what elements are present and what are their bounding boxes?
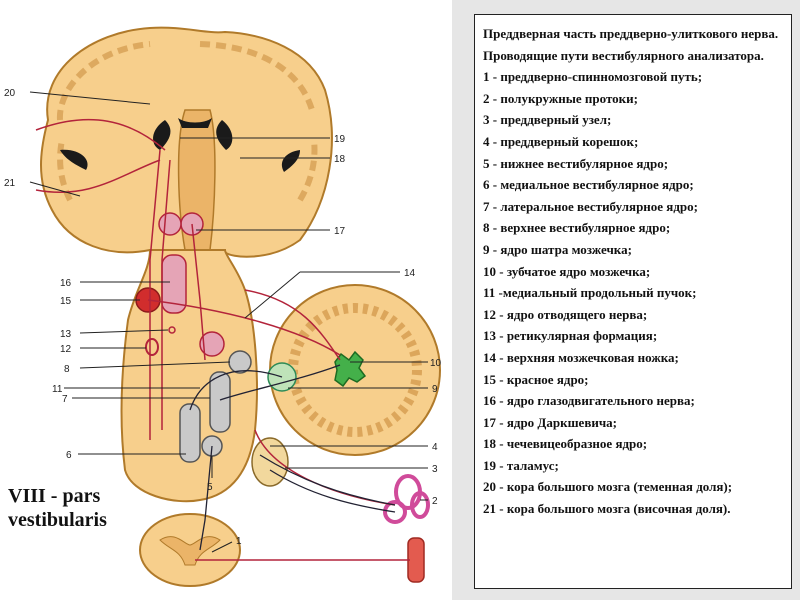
callout-21: 21 [4,178,16,189]
side-label-line-2: vestibularis [8,509,107,531]
legend-item: 7 - латеральное вестибулярное ядро; [483,198,698,214]
callout-19: 19 [334,134,346,145]
callout-numbers: 20 21 19 18 17 16 15 14 13 12 8 11 7 10 … [4,88,442,547]
nerve-fibers [189,364,396,551]
callout-6: 6 [66,450,72,461]
legend-item: 5 - нижнее вестибулярное ядро; [483,155,669,171]
leader-lines [29,91,428,553]
legend-item: 11 -медиальный продольный пучок; [483,285,697,301]
side-label: VIII - pars vestibularis [8,484,148,532]
legend-item: 1 - преддверно-спинномозговой путь; [483,69,703,85]
callout-1: 1 [236,536,242,547]
legend-item: 4 - преддверный корешок; [483,133,639,149]
legend-panel: Преддверная часть преддверно-улиткового … [452,0,800,600]
legend-item: 2 - полукружные протоки; [483,90,638,106]
callout-13: 13 [60,329,72,340]
legend-item: 8 - верхнее вестибулярное ядро; [483,220,671,236]
callout-18: 18 [334,154,346,165]
legend-item: 6 - медиальное вестибулярное ядро; [483,177,694,193]
legend-item: 12 - ядро отводящего нерва; [483,306,648,322]
legend-item: 3 - преддверный узел; [483,112,612,128]
callout-9: 9 [432,384,438,395]
callout-7: 7 [62,394,68,405]
legend-title: Преддверная часть преддверно-улиткового … [483,26,779,63]
neuroanatomy-diagram: 20 21 19 18 17 16 15 14 13 12 8 11 7 10 … [4,26,442,587]
legend-list: 1 - преддверно-спинномозговой путь; 2 - п… [483,66,785,519]
legend-item: 16 - ядро глазодвигательного нерва; [483,393,695,409]
legend-item: 13 - ретикулярная формация; [483,328,658,344]
semicircular-ducts-icon [383,474,430,524]
callout-5: 5 [207,482,213,493]
callout-10: 10 [430,358,442,369]
legend-item: 14 - верхняя мозжечковая ножка; [483,349,679,365]
callout-12: 12 [60,344,72,355]
legend-item: 17 - ядро Даркшевича; [483,414,617,430]
brainstem [120,249,258,503]
callout-8: 8 [64,364,70,375]
legend-item: 19 - таламус; [483,457,559,473]
callout-4: 4 [432,442,438,453]
callout-3: 3 [432,464,438,475]
legend-item: 10 - зубчатое ядро мозжечка; [483,263,651,279]
legend-item: 9 - ядро шатра мозжечка; [483,241,632,257]
spinal-cord [139,513,241,587]
legend-item: 15 - красное ядро; [483,371,589,387]
callout-2: 2 [432,496,438,507]
callout-16: 16 [60,278,72,289]
pathways [35,118,410,561]
side-label-line-1: VIII - pars [8,485,101,507]
callout-14: 14 [404,268,416,279]
legend-box: Преддверная часть преддверно-улиткового … [474,14,792,589]
legend-item: 18 - чечевицеобразное ядро; [483,436,648,452]
callout-15: 15 [60,296,72,307]
callout-17: 17 [334,226,346,237]
legend-item: 20 - кора большого мозга (теменная доля)… [483,479,733,495]
cerebrum [40,26,333,258]
nuclei [135,212,297,487]
muscle-icon [407,537,425,583]
callout-20: 20 [4,88,16,99]
legend-item: 21 - кора большого мозга (височная доля)… [483,501,731,517]
callout-11: 11 [52,384,63,395]
